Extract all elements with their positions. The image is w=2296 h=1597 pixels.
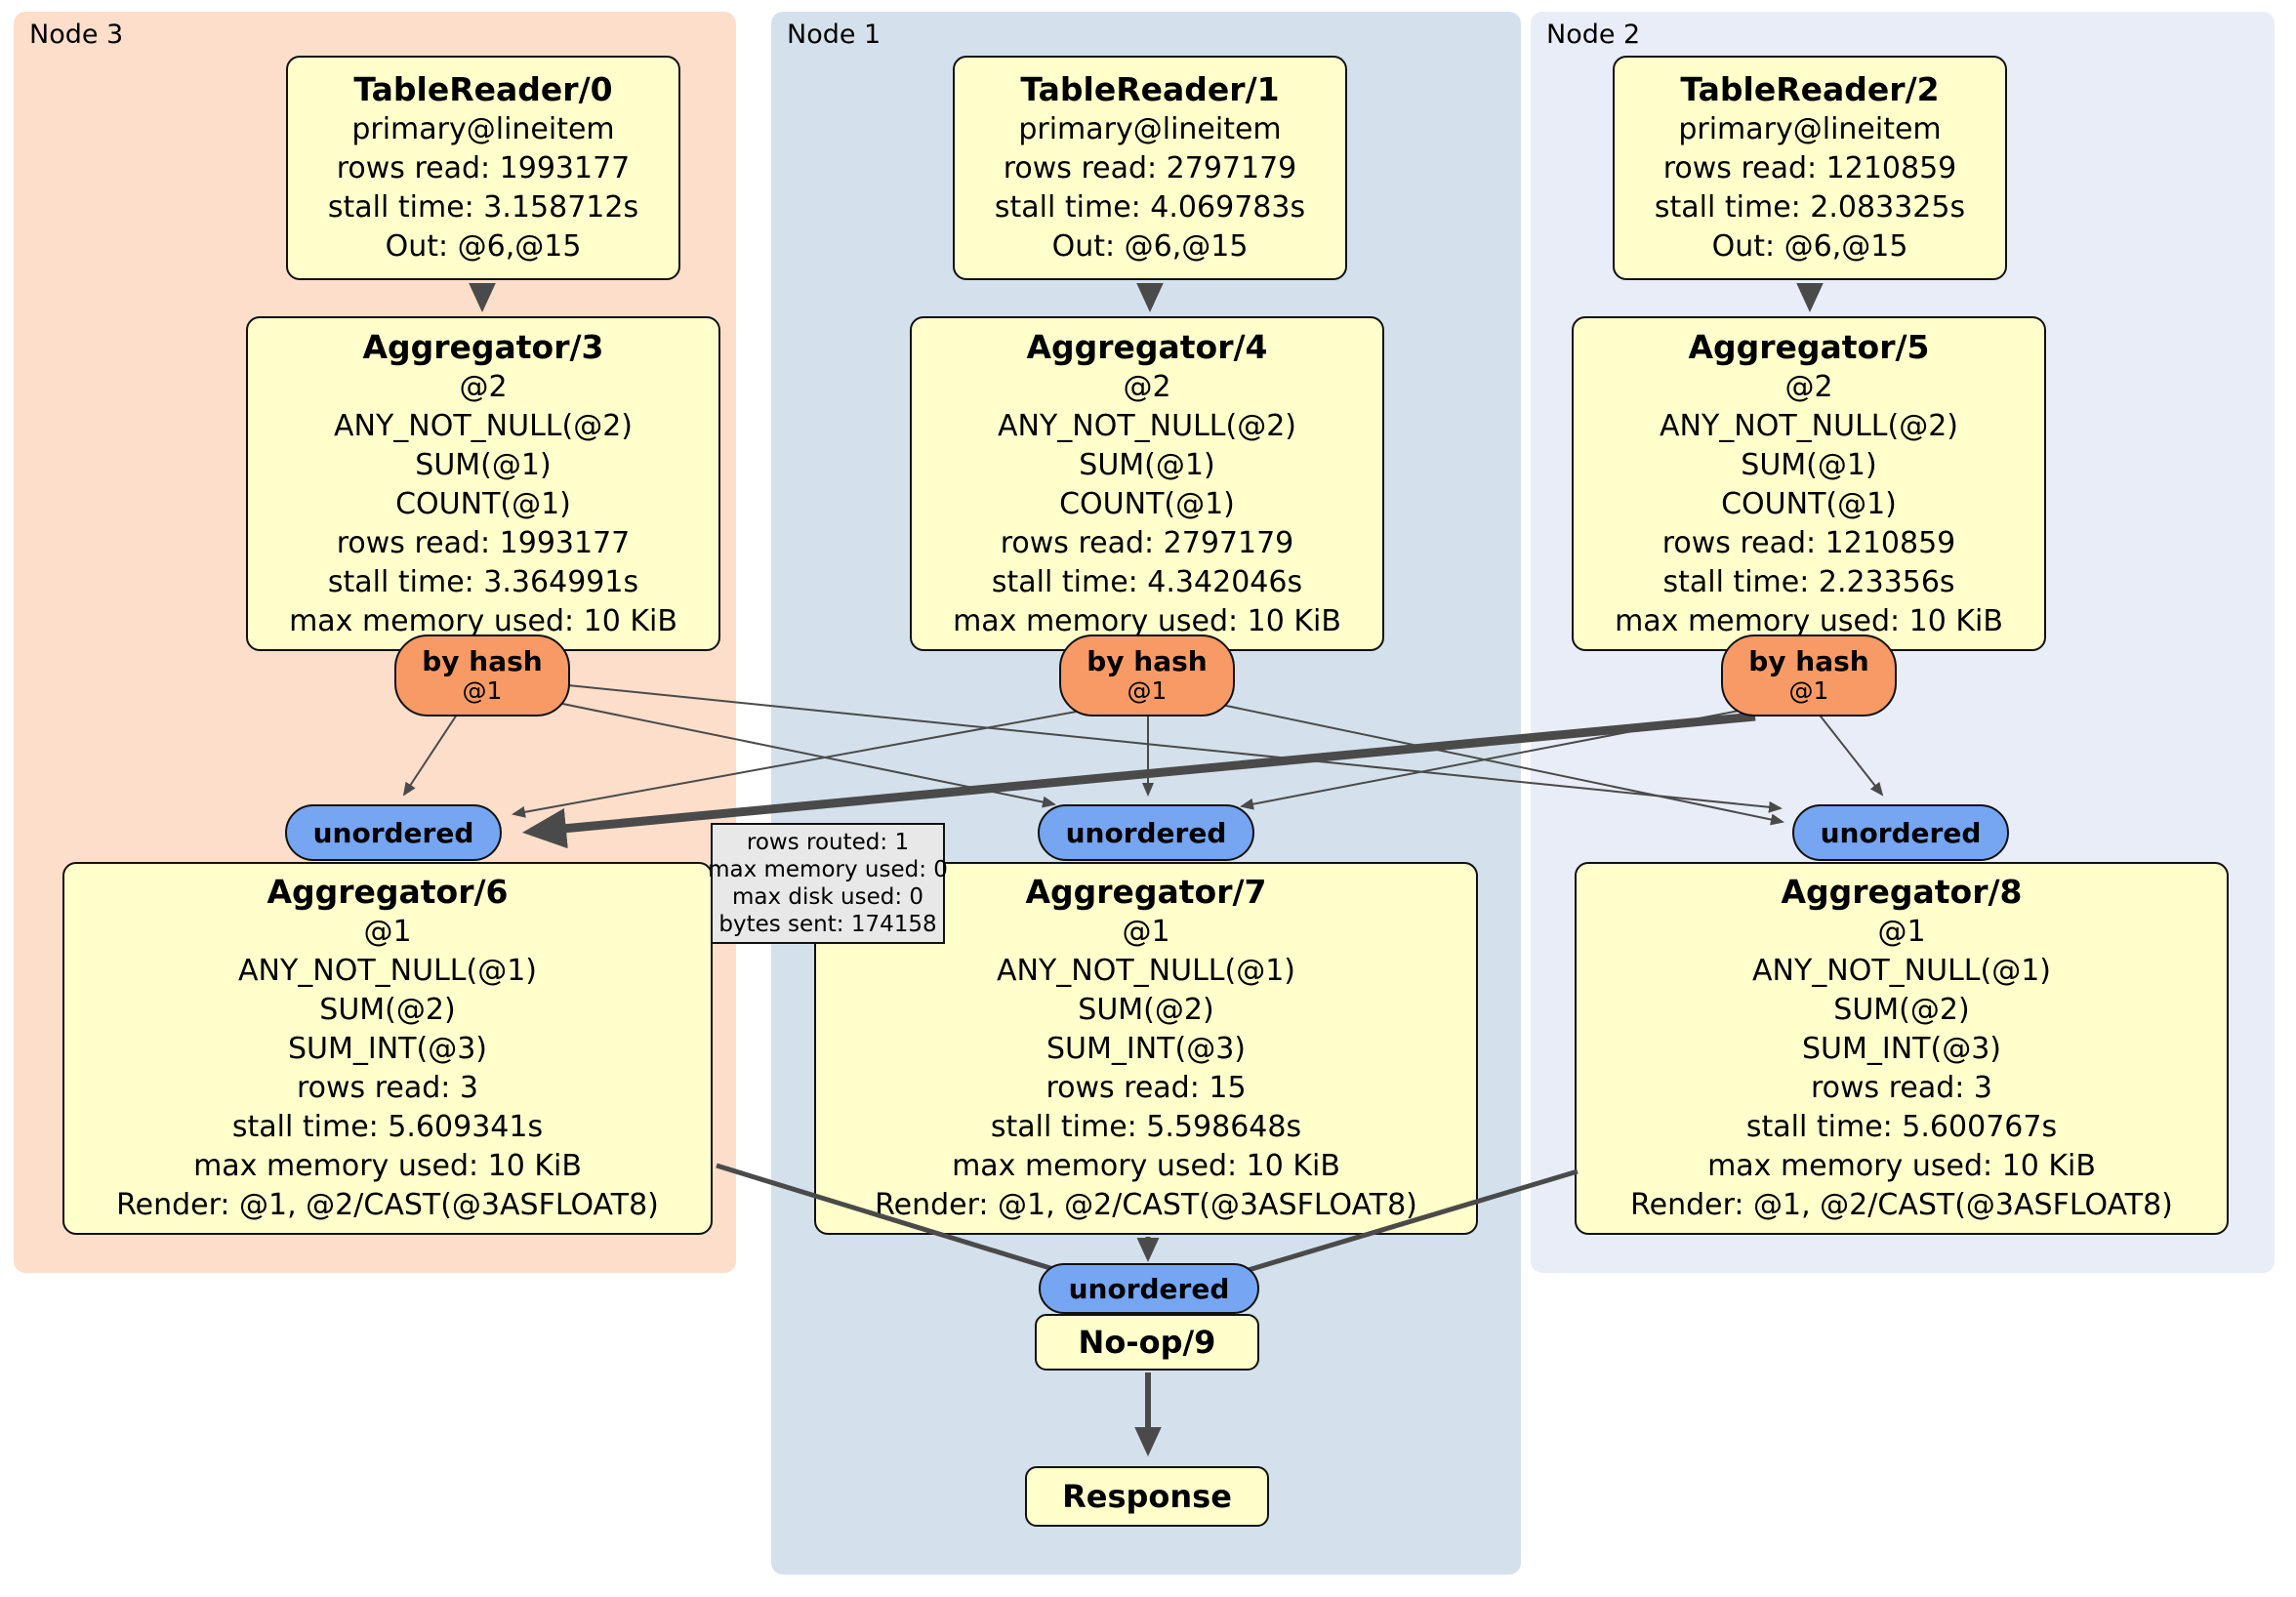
panel-node-3-label: Node 3: [29, 20, 124, 50]
stream-unordered-ag8: unordered: [1792, 804, 2009, 861]
stream-unordered-ag7: unordered: [1038, 804, 1254, 861]
router-by-hash-arg: @1: [462, 676, 503, 705]
processor-title: TableReader/0: [353, 70, 613, 108]
processor-aggregator-5: Aggregator/5 @2 ANY_NOT_NULL(@2) SUM(@1)…: [1572, 316, 2046, 651]
router-by-hash-label: by hash: [1086, 645, 1208, 677]
stream-unordered-label: unordered: [1068, 1272, 1230, 1305]
panel-node-2-label: Node 2: [1546, 20, 1641, 50]
processor-aggregator-4: Aggregator/4 @2 ANY_NOT_NULL(@2) SUM(@1)…: [910, 316, 1384, 651]
processor-title: TableReader/1: [1020, 70, 1280, 108]
router-by-hash-node2: by hash @1: [1721, 635, 1897, 717]
processor-tablereader-1: TableReader/1 primary@lineitem rows read…: [953, 56, 1347, 280]
processor-title: No-op/9: [1078, 1324, 1216, 1361]
router-by-hash-arg: @1: [1788, 676, 1829, 705]
panel-node-1-label: Node 1: [787, 20, 882, 50]
stream-unordered-label: unordered: [1065, 816, 1227, 849]
response-node: Response: [1025, 1466, 1269, 1527]
router-by-hash-arg: @1: [1127, 676, 1168, 705]
processor-noop-9: No-op/9: [1035, 1314, 1259, 1371]
stream-unordered-label: unordered: [312, 816, 474, 849]
stream-unordered-label: unordered: [1820, 816, 1982, 849]
router-by-hash-node3: by hash @1: [394, 635, 570, 717]
processor-title: Aggregator/7: [1025, 873, 1267, 911]
processor-title: Aggregator/8: [1781, 873, 2023, 911]
processor-aggregator-6: Aggregator/6 @1 ANY_NOT_NULL(@1) SUM(@2)…: [62, 862, 713, 1235]
processor-aggregator-8: Aggregator/8 @1 ANY_NOT_NULL(@1) SUM(@2)…: [1575, 862, 2229, 1235]
processor-title: Aggregator/3: [362, 327, 604, 366]
processor-aggregator-3: Aggregator/3 @2 ANY_NOT_NULL(@2) SUM(@1)…: [246, 316, 720, 651]
processor-title: Response: [1062, 1478, 1232, 1515]
router-by-hash-label: by hash: [1748, 645, 1869, 677]
processor-tablereader-0: TableReader/0 primary@lineitem rows read…: [286, 56, 680, 280]
processor-tablereader-2: TableReader/2 primary@lineitem rows read…: [1613, 56, 2007, 280]
edge-stats-tooltip: rows routed: 1 max memory used: 0 max di…: [708, 823, 948, 944]
router-by-hash-node1: by hash @1: [1059, 635, 1235, 717]
processor-title: Aggregator/6: [266, 873, 509, 911]
processor-title: TableReader/2: [1680, 70, 1940, 108]
processor-title: Aggregator/4: [1026, 327, 1268, 366]
router-by-hash-label: by hash: [422, 645, 543, 677]
processor-title: Aggregator/5: [1688, 327, 1930, 366]
stream-unordered-ag6: unordered: [285, 804, 502, 861]
stream-unordered-noop: unordered: [1039, 1263, 1259, 1314]
